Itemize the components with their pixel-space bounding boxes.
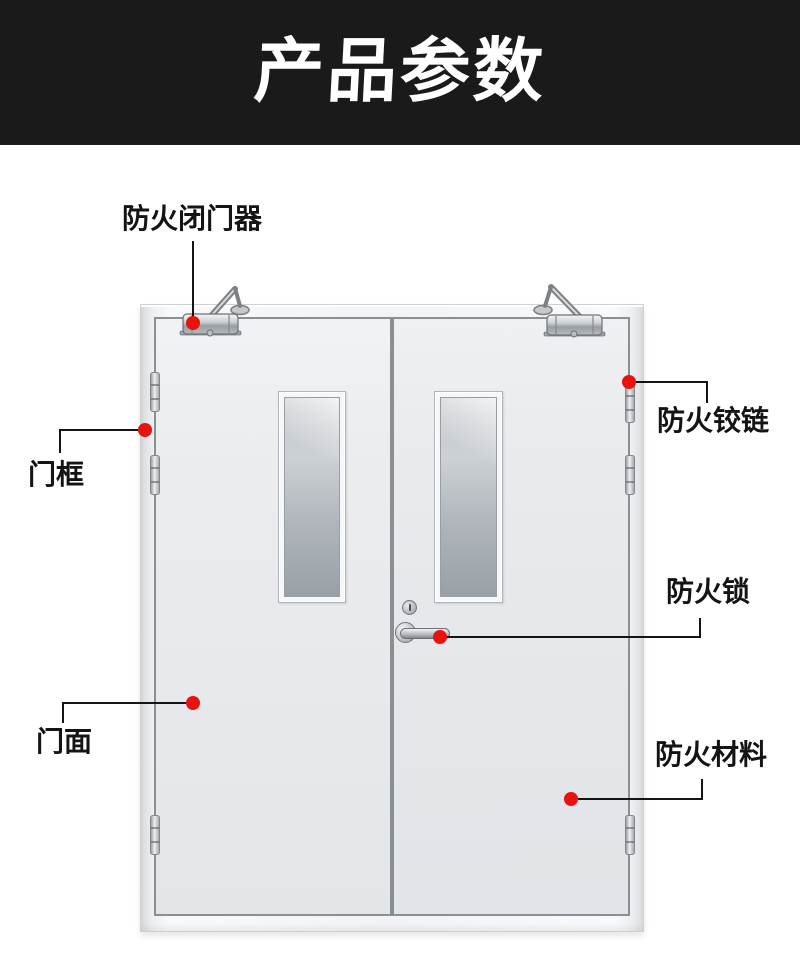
hinge-right-bottom (625, 815, 635, 855)
header-banner: 产品参数 (0, 0, 800, 145)
label-door-closer: 防火闭门器 (122, 203, 263, 234)
door-leaves (154, 317, 630, 916)
door-leaf-right (392, 317, 630, 916)
hinge-left-middle (150, 455, 160, 495)
label-fire-material: 防火材料 (655, 739, 768, 770)
callout-line-door-frame (59, 429, 145, 453)
hinge-right-top (625, 383, 635, 423)
page-title: 产品参数 (252, 31, 549, 110)
glass-left (284, 397, 340, 597)
hinge-right-middle (625, 455, 635, 495)
label-door-face: 门面 (36, 726, 93, 757)
label-fire-hinge: 防火铰链 (657, 405, 770, 436)
label-door-frame: 门框 (28, 459, 85, 490)
glass-right (440, 397, 497, 597)
vision-panel-right (434, 391, 503, 603)
door-handle (400, 628, 450, 639)
vision-panel-left (278, 391, 346, 603)
door-leaf-left (154, 317, 392, 916)
label-fire-lock: 防火锁 (666, 576, 751, 607)
keyhole-slot-icon (409, 604, 411, 611)
hinge-left-bottom (150, 815, 160, 855)
keyhole-cylinder (402, 600, 417, 615)
hinge-left-top (150, 372, 160, 412)
